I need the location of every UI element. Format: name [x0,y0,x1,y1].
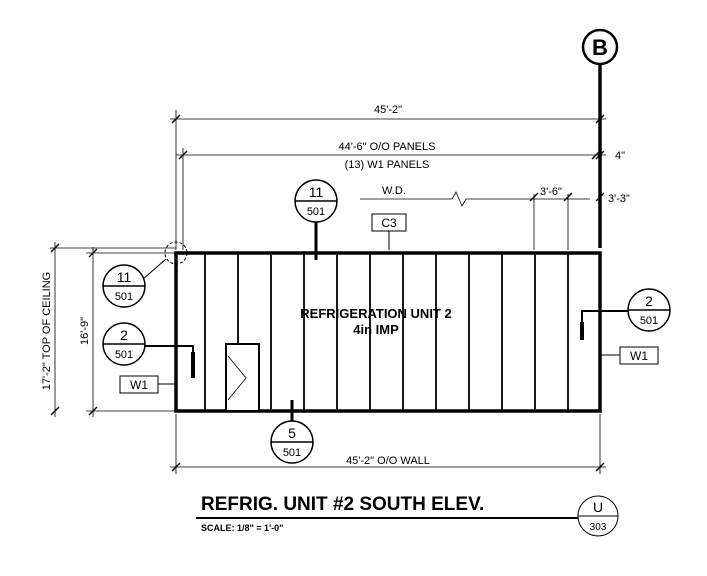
dimension-offset-label: 4" [615,150,625,162]
grid-bubble-label: B [592,35,608,60]
callout-left-lower-sheet: 501 [115,349,133,361]
door [225,343,260,412]
callout-left-upper-sheet: 501 [115,291,133,303]
callout-right-number: 2 [645,293,653,309]
w1-tag-right: W1 [600,346,659,365]
callout-left-upper-number: 11 [117,269,132,285]
drawing-title: REFRIG. UNIT #2 SOUTH ELEV. [201,494,484,515]
callout-top-center-number: 11 [309,184,324,200]
dimension-height-16-9-label: 16'-9" [79,317,91,345]
dimension-overall: 45'-2" [170,104,606,250]
room-name: REFRIGERATION UNIT 2 [300,306,451,321]
c3-tag-label: C3 [381,216,397,230]
panel-joints [204,253,569,411]
callout-bottom-number: 5 [288,425,296,441]
wd-label: W.D. [382,185,406,197]
callout-right: 2 501 [580,288,671,340]
detail-circle [164,241,188,265]
room-material: 4in IMP [353,322,399,337]
drawing-scale: SCALE: 1/8" = 1'-0" [201,523,283,533]
callout-left-lower-number: 2 [120,327,128,343]
dimension-3-6-label: 3'-6" [540,186,562,198]
dimension-height-16-9: 16'-9" [79,247,176,417]
callout-left-upper: 11 501 [102,258,167,308]
w1-tag-left-label: W1 [130,378,148,392]
dimension-panels-oo-label: 44'-6" O/O PANELS [339,141,436,153]
wd-dimension: W.D. [360,185,590,207]
dimension-panels-count-label: (13) W1 PANELS [345,159,430,171]
grid-line-b: B [581,28,619,248]
dimension-wall: 45'-2" O/O WALL [170,414,606,474]
callout-bottom-sheet: 501 [283,447,301,459]
callout-left-lower: 2 501 [102,322,195,378]
w1-tag-right-label: W1 [630,349,648,363]
dimension-height-17-2-label: 17'-2" TOP OF CEILING [41,272,53,391]
view-letter: U [593,499,603,515]
wall-elevation: REFRIGERATION UNIT 2 4in IMP [174,251,602,413]
callout-top-center: 11 501 [294,179,338,260]
c3-tag: C3 [371,213,407,250]
callout-bottom: 5 501 [270,400,314,464]
dimension-wall-label: 45'-2" O/O WALL [346,455,430,467]
w1-tag-left: W1 [119,375,176,394]
callout-right-sheet: 501 [640,315,658,327]
sheet-number: 303 [590,522,607,533]
title-block: REFRIG. UNIT #2 SOUTH ELEV. SCALE: 1/8" … [196,494,619,537]
callout-top-center-sheet: 501 [307,206,325,218]
dimension-panels: 44'-6" O/O PANELS (13) W1 PANELS 4" [176,141,625,250]
dimension-height-17-2: 17'-2" TOP OF CEILING [41,242,176,417]
dimension-overall-label: 45'-2" [374,104,402,116]
dimension-3-3-label: 3'-3" [608,193,630,205]
dimension-small: 3'-6" 3'-3" [529,186,630,250]
